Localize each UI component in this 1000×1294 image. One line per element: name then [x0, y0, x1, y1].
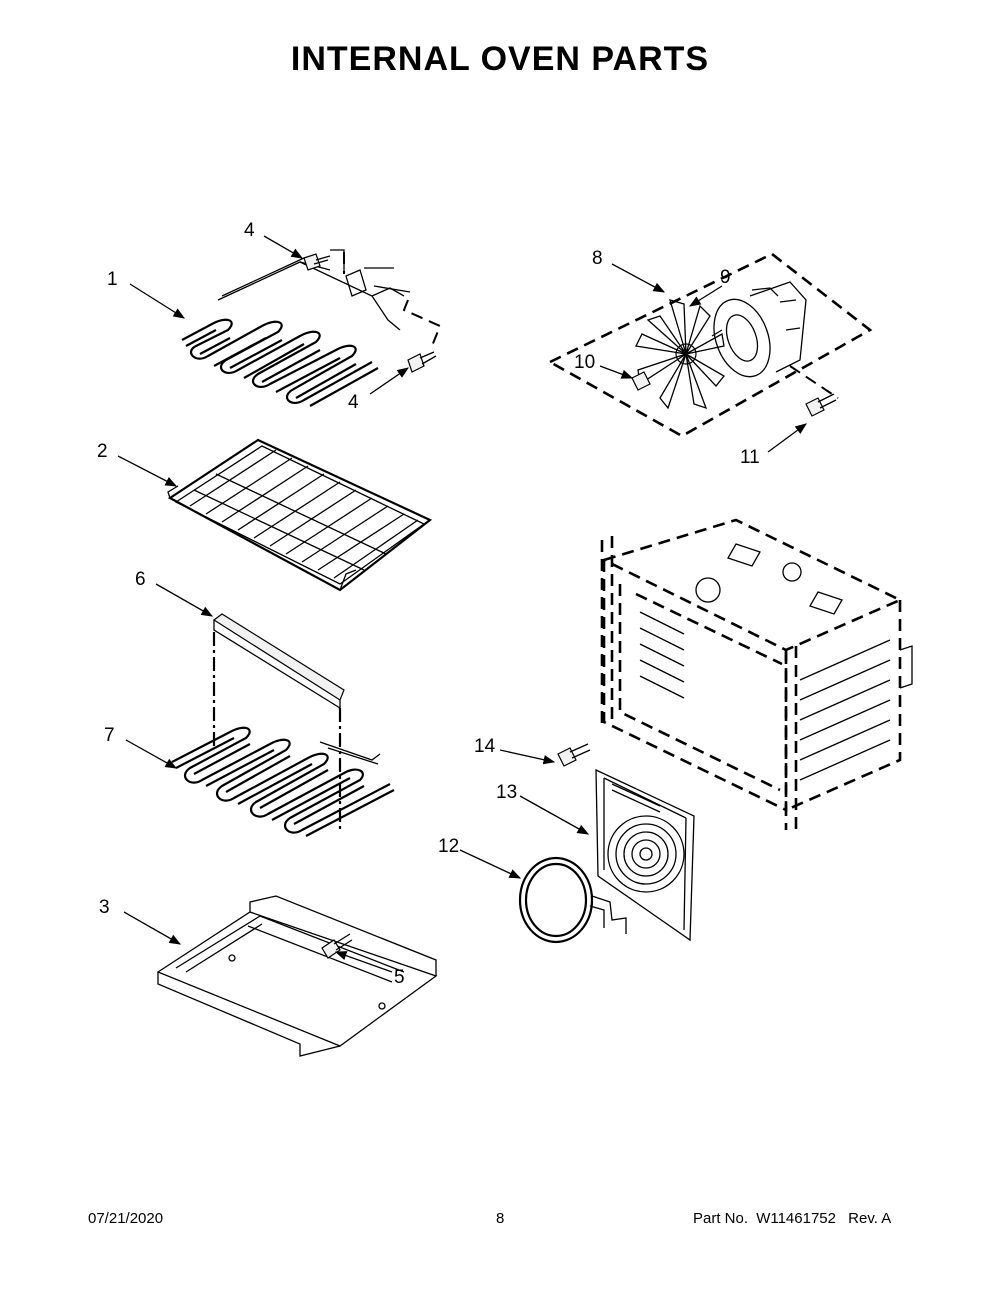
part-number: W11461752 — [756, 1210, 836, 1227]
shield-part-6 — [212, 613, 345, 710]
callout-4-upper: 4 — [244, 220, 255, 241]
callout-13: 13 — [496, 782, 517, 803]
nut-part-10 — [631, 371, 651, 391]
callout-7: 7 — [104, 725, 115, 746]
footer-part-info: Part No. W11461752 Rev. A — [693, 1210, 891, 1227]
callout-11: 11 — [740, 447, 760, 468]
screw-part-4-lower — [407, 351, 437, 373]
part-number-label: Part No. — [693, 1210, 749, 1227]
callout-6: 6 — [135, 569, 146, 590]
screw-part-4-upper — [303, 253, 331, 271]
callout-3: 3 — [99, 897, 110, 918]
callout-2: 2 — [97, 441, 108, 462]
screw-part-11 — [805, 393, 837, 417]
fan-cover-part-13 — [595, 768, 695, 942]
callout-14: 14 — [474, 736, 496, 757]
screw-part-5 — [321, 933, 353, 959]
revision: Rev. A — [848, 1210, 892, 1227]
footer-date: 07/21/2020 — [88, 1210, 164, 1227]
leader-arrows — [117, 235, 807, 973]
page-title: INTERNAL OVEN PARTS — [290, 40, 710, 78]
callout-10: 10 — [574, 352, 595, 373]
callout-4-lower: 4 — [348, 392, 359, 413]
oven-cavity — [600, 518, 913, 836]
oven-rack-part-2 — [167, 438, 433, 592]
fan-assembly-outline-part-8 — [547, 252, 873, 438]
fan-blade-part-9 — [635, 299, 725, 410]
callout-12: 12 — [438, 836, 459, 857]
broil-element-part-1 — [181, 249, 442, 407]
callout-8: 8 — [592, 248, 603, 269]
fan-motor-part-9 — [711, 281, 807, 378]
callout-9: 9 — [720, 267, 731, 288]
convection-element-part-12 — [518, 856, 627, 944]
footer-page-number: 8 — [496, 1210, 505, 1227]
callout-1: 1 — [107, 269, 118, 290]
screw-part-14 — [557, 743, 591, 767]
screw-11-alignment-line — [789, 365, 839, 399]
bake-element-part-7 — [171, 726, 395, 837]
callout-5: 5 — [394, 967, 405, 988]
